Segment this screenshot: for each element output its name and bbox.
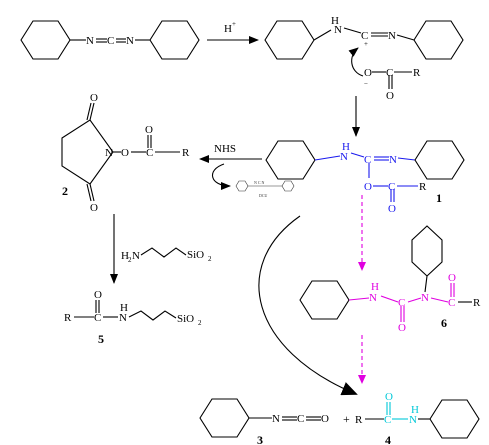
charge-plus: + — [364, 40, 368, 48]
acid-charge: + — [232, 20, 236, 28]
acid-label: H — [224, 23, 232, 35]
atom-o: O — [121, 147, 129, 159]
dcu-release-arrow — [212, 163, 231, 190]
compound-label-2: 2 — [62, 184, 68, 198]
atom-o: O — [388, 203, 396, 215]
atom-r: R — [355, 414, 363, 426]
atom-h: H — [120, 302, 128, 314]
plus-sign: + — [343, 412, 350, 426]
cyclohexyl-ring — [413, 20, 464, 60]
atom-o: O — [94, 289, 102, 301]
atom-c: C — [94, 312, 101, 324]
cyclohexyl-ring — [199, 398, 250, 438]
cyclohexyl-ring — [429, 399, 480, 439]
atom-c: C — [146, 147, 153, 159]
atom-o: O — [386, 90, 394, 102]
compound-label-4: 4 — [385, 433, 391, 445]
atom-o: O — [145, 124, 153, 136]
succinimide-ring — [61, 119, 114, 185]
atom-o: O — [321, 413, 329, 425]
cyclohexyl-ring — [265, 140, 316, 180]
atom-c: C — [388, 181, 395, 193]
atom-h: H — [331, 15, 339, 27]
atom-n: N — [369, 292, 377, 304]
silica-sub: 2 — [198, 319, 202, 327]
atom-c: C — [386, 67, 393, 79]
atom-r: R — [64, 312, 72, 324]
dcu-label: DCU — [259, 193, 268, 198]
atom-c: C — [361, 30, 368, 42]
atom-n: N — [272, 413, 280, 425]
atom-h: H — [342, 141, 350, 153]
atom-n: N — [409, 414, 417, 426]
atom-r: R — [419, 181, 427, 193]
atom-o: O — [90, 92, 98, 104]
aminopropyl-silica — [140, 247, 187, 258]
compound-label-6: 6 — [441, 316, 447, 330]
atom-o: O — [398, 322, 406, 334]
atom-r: R — [473, 297, 481, 309]
dcc-molecule — [20, 20, 200, 60]
compound-label-3: 3 — [257, 433, 263, 445]
atom-n: N — [334, 24, 342, 36]
atom-h: H — [371, 281, 379, 293]
atom-r: R — [413, 67, 421, 79]
atom-n: N — [388, 30, 396, 42]
silica-amide-5 — [74, 300, 177, 321]
atom-o: O — [364, 67, 372, 79]
compound-label-1: 1 — [436, 191, 442, 205]
silica-sub: 2 — [208, 255, 212, 263]
cyclohexyl-ring — [20, 20, 71, 60]
atom-c: C — [398, 297, 405, 309]
atom-o: O — [90, 202, 98, 214]
atom-o: O — [448, 272, 456, 284]
amine-n: N — [132, 250, 140, 262]
intramolecular-arrow — [258, 215, 358, 396]
atom-n: N — [340, 151, 348, 163]
curved-attack-arrow — [348, 47, 364, 77]
amide-4 — [365, 399, 480, 439]
charge-minus: − — [364, 80, 368, 88]
atom-c: C — [448, 297, 455, 309]
cyclohexyl-ring — [411, 225, 443, 277]
amine-h: H — [121, 250, 129, 262]
atom-o: O — [364, 181, 372, 193]
carboxylate — [372, 71, 412, 89]
nhs-reagent-label: NHS — [214, 143, 236, 155]
atom-c: C — [364, 154, 371, 166]
protonated-dcc — [264, 20, 464, 60]
n-acylurea-6 — [299, 225, 472, 322]
nhs-ester-2 — [61, 102, 180, 202]
atom-n: N — [126, 35, 134, 47]
cyclohexyl-ring — [264, 20, 315, 60]
atom-c: C — [297, 413, 304, 425]
amine-h-sub: 2 — [128, 256, 132, 264]
atom-c: C — [384, 414, 391, 426]
atom-n: N — [421, 292, 429, 304]
dcu-byproduct — [235, 180, 295, 192]
atom-n: N — [119, 312, 127, 324]
o-acylisourea-1 — [265, 140, 465, 202]
dcu-atoms: N C N — [254, 180, 265, 185]
cyclohexyl-ring — [149, 20, 200, 60]
atom-h: H — [411, 404, 419, 416]
atom-r: R — [182, 147, 190, 159]
cyclohexyl-ring — [414, 140, 465, 180]
compound-label-5: 5 — [98, 332, 104, 346]
atom-n: N — [86, 35, 94, 47]
atom-o: O — [385, 391, 393, 403]
atom-c: C — [107, 35, 114, 47]
silica-label: SiO — [177, 313, 194, 325]
atom-n: N — [105, 147, 113, 159]
cyclohexyl-ring — [299, 280, 350, 320]
cyclohexyl-isocyanate-3 — [199, 398, 321, 438]
atom-n: N — [389, 154, 397, 166]
silica-label: SiO — [187, 249, 204, 261]
